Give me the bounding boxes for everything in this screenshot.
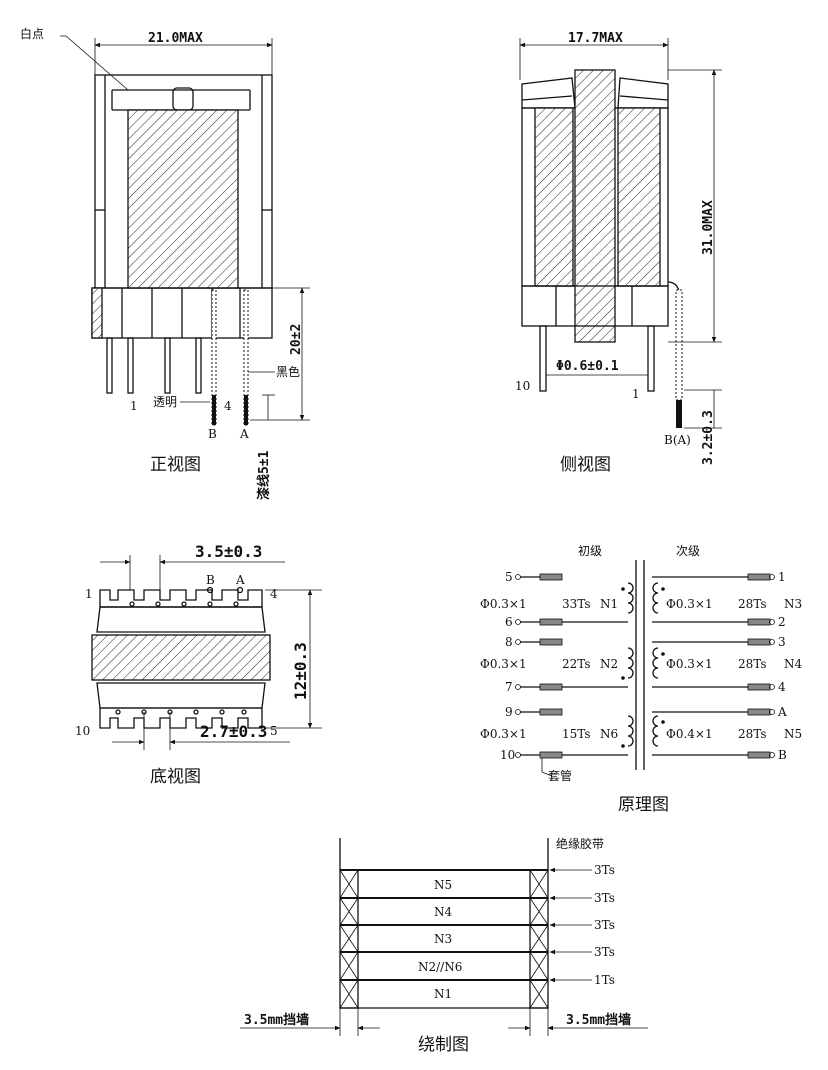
layer-n5: N5 [434,878,452,892]
secondary-n4-pin-top: 3 [778,635,786,649]
sleeve-label: 套管 [548,768,572,783]
tape-turns-4: 3Ts [594,945,615,959]
bottom-pitch-top: 3.5±0.3 [195,542,262,561]
tape-turns-1: 3Ts [594,863,615,877]
tape-turns-2: 3Ts [594,891,615,905]
front-view-caption: 正视图 [150,455,201,475]
winding-diagram: 绝缘胶带 N5 N4 N3 N2//N6 [240,836,648,1055]
layer-n2-n6: N2//N6 [418,960,462,974]
secondary-n3-name: N3 [784,597,802,611]
secondary-n3-turns: 28Ts [738,597,767,611]
tape-turns-5: 1Ts [594,973,615,987]
bottom-pin-4: 4 [270,587,278,601]
front-pin-1: 1 [130,399,138,413]
secondary-n5-turns: 28Ts [738,727,767,741]
secondary-n3-pin-top: 1 [778,570,786,584]
tape-label: 绝缘胶带 [556,836,604,851]
primary-n2-pin-top: 8 [505,635,513,649]
front-pin-4: 4 [224,399,232,413]
secondary-winding-n4: 3 Φ0.3×1 28Ts N4 4 [652,635,803,694]
primary-n2-wire: Φ0.3×1 [480,657,527,671]
primary-n6-name: N6 [600,727,618,741]
front-lead-b: B [208,427,217,441]
transparent-label: 透明 [153,395,177,409]
secondary-n5-pin-top: A [777,705,787,719]
secondary-n5-wire: Φ0.4×1 [666,727,713,741]
bottom-pin-10: 10 [75,724,90,738]
primary-n6-pin-top: 9 [505,705,513,719]
secondary-n5-name: N5 [784,727,802,741]
margin-right: 3.5mm挡墙 [566,1012,631,1028]
margin-left: 3.5mm挡墙 [244,1012,309,1028]
front-width-dim: 21.0MAX [148,31,203,46]
secondary-n3-wire: Φ0.3×1 [666,597,713,611]
side-view-caption: 侧视图 [560,455,611,475]
side-width-dim: 17.7MAX [568,31,623,46]
secondary-n4-wire: Φ0.3×1 [666,657,713,671]
primary-n1-pin-top: 5 [505,570,513,584]
side-height-dim: 31.0MAX [701,200,716,255]
secondary-label: 次级 [676,544,700,558]
primary-winding-n2: 8 Φ0.3×1 22Ts N2 7 [480,635,634,694]
winding-caption: 绕制图 [418,1035,469,1055]
schematic: 初级 次级 5 Φ0.3×1 33Ts N1 6 8 Φ0.3×1 22Ts N… [480,544,803,815]
primary-n6-pin-bottom: 10 [500,748,515,762]
bottom-pin-1: 1 [85,587,93,601]
layer-n3: N3 [434,932,452,946]
bottom-lead-b: B [206,573,215,587]
side-pin-1: 1 [632,387,640,401]
bottom-lead-a: A [235,573,245,587]
secondary-n4-pin-bottom: 4 [778,680,786,694]
bottom-pitch-bottom: 2.7±0.3 [200,722,267,741]
secondary-n4-name: N4 [784,657,803,671]
primary-winding-n6: 9 Φ0.3×1 15Ts N6 10 [480,705,634,762]
layer-n4: N4 [434,905,453,919]
front-view: 21.0MAX 白点 [20,26,310,500]
primary-n6-turns: 15Ts [562,727,591,741]
primary-n6-wire: Φ0.3×1 [480,727,527,741]
white-dot-label: 白点 [20,26,44,41]
black-label: 黑色 [276,365,300,379]
tape-turns-3: 3Ts [594,918,615,932]
primary-n1-name: N1 [600,597,618,611]
side-lead-label: B(A) [664,433,691,447]
secondary-n3-pin-bottom: 2 [778,615,786,629]
primary-label: 初级 [578,544,602,558]
front-height-dim: 20±2 [289,324,304,355]
primary-winding-n1: 5 Φ0.3×1 33Ts N1 6 [480,570,634,629]
bottom-pin-5: 5 [270,724,278,738]
primary-n1-wire: Φ0.3×1 [480,597,527,611]
side-view: 17.7MAX 31.0MAX Φ0.6±0.1 3.2 [515,31,722,475]
front-lead-a: A [239,427,249,441]
front-strip-dim: 漆线5±1 [256,450,272,500]
primary-n1-turns: 33Ts [562,597,591,611]
primary-n2-pin-bottom: 7 [505,680,513,694]
secondary-winding-n5: A Φ0.4×1 28Ts N5 B [652,705,802,762]
bottom-view-caption: 底视图 [150,767,201,787]
schematic-caption: 原理图 [618,795,669,815]
bottom-view: 3.5±0.3 12±0.3 2.7±0.3 1 [75,542,322,787]
primary-n2-name: N2 [600,657,618,671]
side-pin-10: 10 [515,379,530,393]
primary-n2-turns: 22Ts [562,657,591,671]
secondary-n5-pin-bottom: B [778,748,787,762]
secondary-winding-n3: 1 Φ0.3×1 28Ts N3 2 [652,570,802,629]
side-strip-dim: 3.2±0.3 [701,410,716,465]
bottom-row-gap: 12±0.3 [291,642,310,700]
primary-n1-pin-bottom: 6 [505,615,513,629]
layer-n1: N1 [434,987,452,1001]
secondary-n4-turns: 28Ts [738,657,767,671]
side-wire-dim: Φ0.6±0.1 [556,359,619,374]
